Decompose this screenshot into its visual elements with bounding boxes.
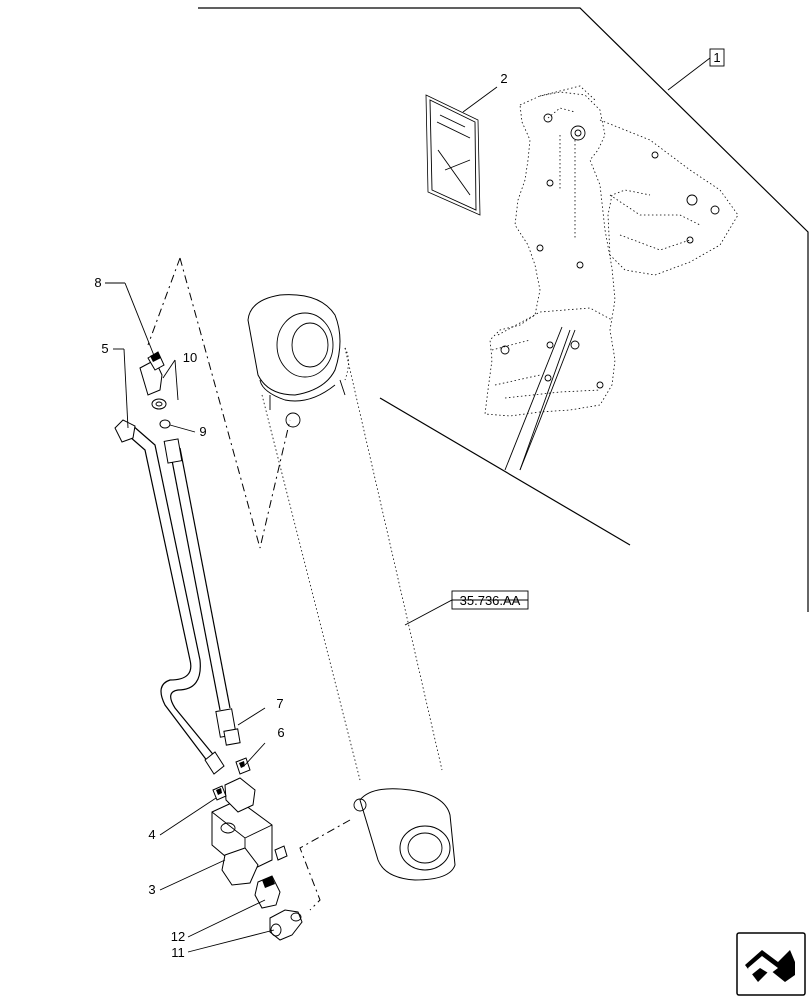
callout-10: 10	[183, 350, 197, 365]
tube-5	[114, 419, 225, 775]
callout-5: 5	[101, 341, 108, 356]
leader-lines	[105, 57, 711, 953]
seal-10	[151, 398, 167, 410]
callout-11: 11	[171, 945, 185, 960]
reference-label: 35.736.AA	[460, 593, 521, 608]
elbow-fitting-11	[269, 909, 303, 941]
callout-1: 1	[713, 50, 720, 65]
next-page-arrow-icon[interactable]	[736, 932, 806, 996]
callout-3: 3	[148, 882, 155, 897]
callout-7: 7	[276, 696, 283, 711]
fitting-4	[212, 785, 227, 801]
callout-8: 8	[94, 275, 101, 290]
operator-manual-part	[425, 94, 481, 216]
backhoe-assembly-illustration	[484, 85, 739, 471]
frame-lines	[198, 7, 809, 612]
seal-9	[159, 419, 171, 429]
reference-box	[451, 590, 529, 610]
hydraulic-cylinder-reference	[247, 294, 456, 881]
center-lines	[147, 257, 351, 911]
hose-7	[163, 438, 241, 746]
callout-6: 6	[277, 725, 284, 740]
fitting-12	[254, 875, 281, 909]
callout-2: 2	[500, 71, 507, 86]
fitting-8	[139, 351, 165, 396]
callout-1-box	[709, 48, 725, 67]
fitting-6	[235, 757, 251, 775]
callout-9: 9	[199, 424, 206, 439]
callout-12: 12	[171, 929, 185, 944]
valve-block-3	[211, 777, 288, 886]
callout-4: 4	[148, 827, 155, 842]
callouts: 1 2 8 5 10 9 7 6 4 3 12 11 35.736.AA	[94, 48, 725, 960]
